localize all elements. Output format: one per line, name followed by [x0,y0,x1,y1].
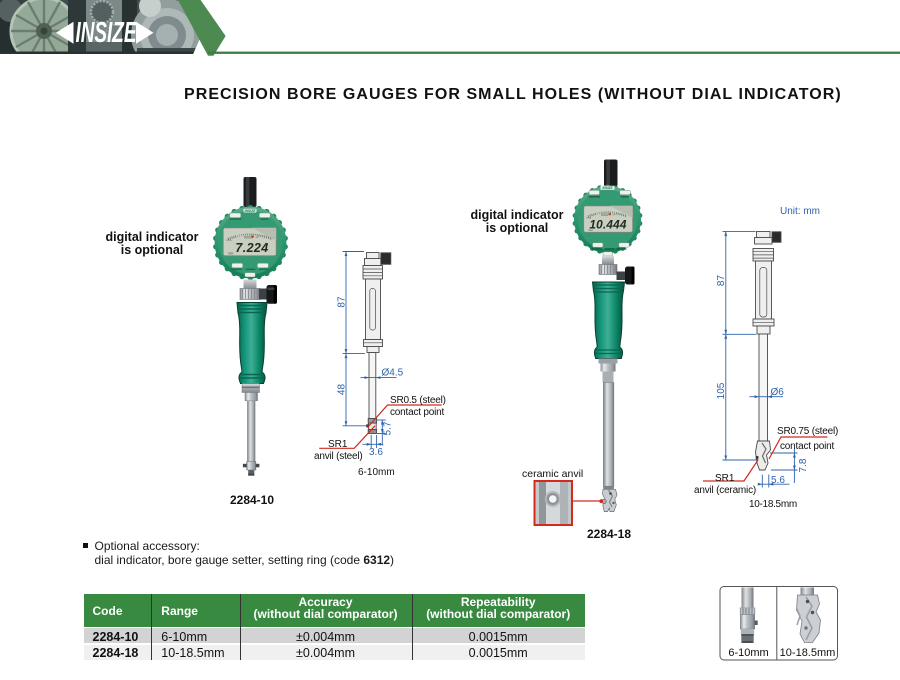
svg-text:mm: mm [227,238,232,242]
svg-text:87: 87 [337,296,348,308]
svg-text:105: 105 [716,382,727,399]
svg-text:INSIZE: INSIZE [245,209,257,213]
svg-text:5.6: 5.6 [771,475,785,486]
svg-text:48: 48 [337,384,348,396]
svg-text:INSIZE: INSIZE [76,17,138,49]
svg-text:Ø4.5: Ø4.5 [382,367,404,378]
svg-text:INSIZE: INSIZE [602,186,613,190]
svg-text:mm: mm [587,215,592,219]
svg-text:3.6: 3.6 [369,447,383,458]
svg-text:7.8: 7.8 [798,458,809,472]
svg-text:7.224: 7.224 [235,241,268,255]
svg-text:87: 87 [716,275,727,287]
svg-text:mm: mm [588,228,593,232]
svg-text:-/+: -/+ [255,235,259,239]
svg-text:5002: 5002 [244,235,252,239]
svg-text:mm: mm [228,252,234,256]
svg-text:Ø6: Ø6 [771,387,785,398]
svg-text:5002: 5002 [601,213,609,217]
svg-text:10.444: 10.444 [589,218,627,232]
svg-text:-/+: -/+ [612,213,616,217]
svg-text:5.7: 5.7 [383,421,394,435]
